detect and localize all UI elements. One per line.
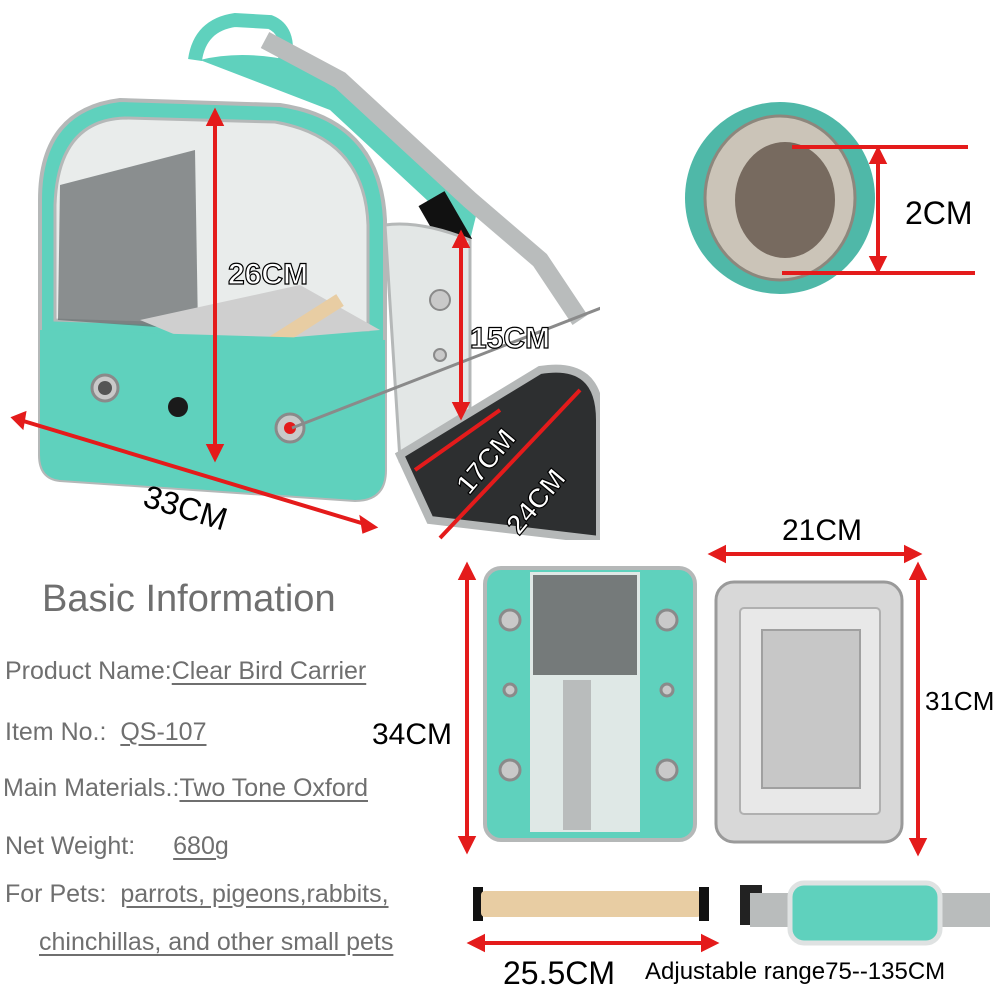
dim-base-height: 34CM <box>372 718 453 751</box>
tray <box>707 544 928 857</box>
info-label: For Pets: <box>5 880 107 908</box>
folded-carrier-base <box>457 561 697 855</box>
info-row-net-weight: Net Weight: 680g <box>5 832 229 861</box>
info-value: 680g <box>173 832 229 860</box>
info-row-for-pets: For Pets: parrots, pigeons,rabbits, <box>5 880 389 909</box>
info-row-for-pets-continued: chinchillas, and other small pets <box>39 928 393 957</box>
dim-perch-length: 25.5CM <box>503 955 616 991</box>
dim-carrier-height: 26CM <box>227 257 309 291</box>
info-row-materials: Main Materials.:Two Tone Oxford <box>3 774 368 803</box>
info-value: QS-107 <box>120 718 207 746</box>
info-row-product-name: Product Name:Clear Bird Carrier <box>5 657 366 686</box>
dim-side-door-height: 15CM <box>469 321 551 355</box>
dim-vent-hole: 2CM <box>905 195 973 231</box>
shoulder-strap <box>740 880 990 946</box>
info-label: Net Weight: <box>5 832 136 860</box>
info-value: Two Tone Oxford <box>179 774 368 802</box>
dim-strap-range: Adjustable range75--135CM <box>645 958 946 985</box>
info-label: Main Materials.: <box>3 774 180 802</box>
vent-hole-zoom <box>685 102 975 294</box>
basic-info-heading: Basic Information <box>42 578 336 620</box>
carrier-illustration <box>10 12 600 540</box>
info-label: Product Name: <box>5 657 172 685</box>
info-row-item-no: Item No.: QS-107 <box>5 718 207 747</box>
info-value: chinchillas, and other small pets <box>39 928 394 956</box>
dim-tray-length: 31CM <box>925 686 995 716</box>
perch <box>466 887 720 953</box>
dim-tray-width: 21CM <box>782 514 863 547</box>
info-value: Clear Bird Carrier <box>171 657 367 685</box>
info-value: parrots, pigeons,rabbits, <box>120 880 389 908</box>
info-label: Item No.: <box>5 718 107 746</box>
